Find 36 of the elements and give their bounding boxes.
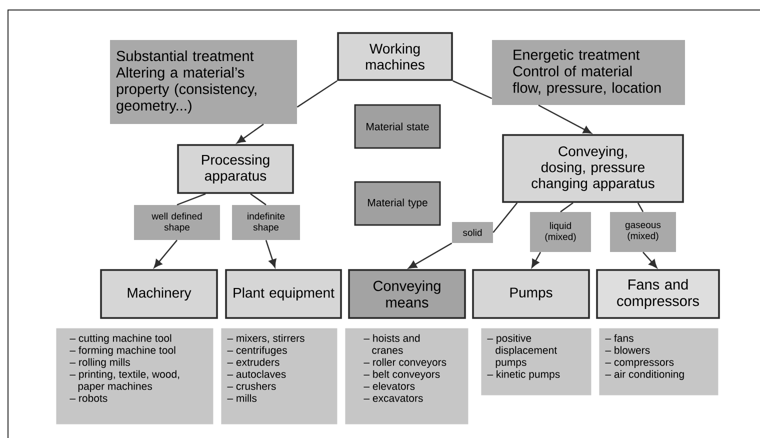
connector-line xyxy=(637,202,644,212)
category-box: Conveying means xyxy=(348,269,466,319)
condition-tag: gaseous (mixed) xyxy=(610,212,676,252)
arrow xyxy=(265,240,276,268)
category-box: Pumps xyxy=(472,269,590,319)
connector-line xyxy=(176,193,206,206)
arrow xyxy=(236,124,264,144)
item-list-box: – hoists and cranes – roller conveyors – belt conveyors – elevators – excavators xyxy=(345,328,468,424)
category-box: Working machines xyxy=(337,32,453,81)
item-list-box: – mixers, stirrers – centrifuges – extruders – autoclaves – crushers – mills xyxy=(221,328,338,424)
condition-tag: indefinite shape xyxy=(232,205,300,240)
category-box: Conveying, dosing, pressure changing apparatus xyxy=(502,134,684,203)
item-list-box: – positive displacement pumps – kinetic pumps xyxy=(481,328,592,396)
item-list-box: – fans – blowers – compressors – air conditioning xyxy=(599,328,718,396)
connector-line xyxy=(452,80,492,99)
connector-line xyxy=(296,80,338,108)
note-box: Energetic treatment Control of material flow, pressure, location xyxy=(492,40,685,105)
condition-tag: liquid (mixed) xyxy=(530,212,591,252)
condition-tag: well defined shape xyxy=(134,205,220,240)
item-list-box: – cutting machine tool – forming machine tool – rolling mills – printing, textile, wood, paper machines – robots xyxy=(56,328,214,424)
condition-tag: solid xyxy=(452,222,493,243)
category-box: Plant equipment xyxy=(225,269,342,319)
arrow xyxy=(642,252,658,268)
arrow xyxy=(538,104,592,134)
connector-line xyxy=(492,202,518,233)
arrow xyxy=(154,240,178,268)
arrow xyxy=(531,252,542,268)
connector-line xyxy=(560,202,574,212)
arrow xyxy=(408,242,452,269)
connector-line xyxy=(250,193,266,206)
category-box: Machinery xyxy=(100,269,218,319)
category-box: Processing apparatus xyxy=(177,144,294,194)
category-box: Fans and compressors xyxy=(596,269,720,319)
property-box: Material type xyxy=(354,181,441,226)
property-box: Material state xyxy=(354,104,441,149)
note-box: Substantial treatment Altering a material’s property (consistency, geometry...) xyxy=(110,40,297,124)
